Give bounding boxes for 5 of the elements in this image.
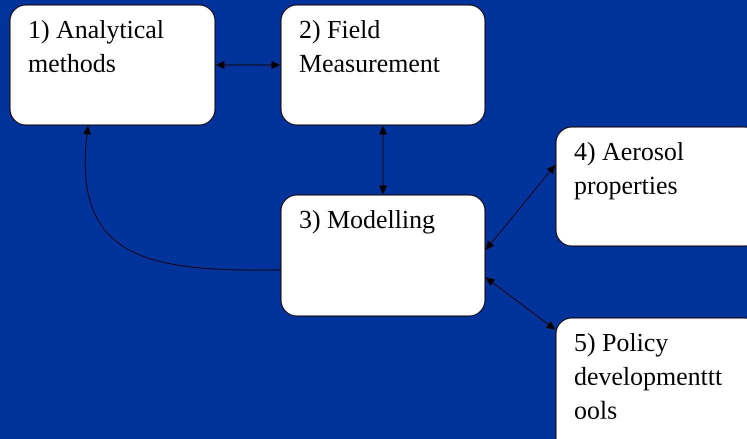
process-box: 1) Analytical methods: [10, 4, 216, 126]
process-box: 4) Aerosol properties: [556, 126, 747, 246]
process-box: 2) Field Measurement: [280, 4, 486, 126]
process-box: 5) Policy developmenttt ools: [556, 318, 747, 439]
process-box: 3) Modelling: [280, 194, 486, 316]
